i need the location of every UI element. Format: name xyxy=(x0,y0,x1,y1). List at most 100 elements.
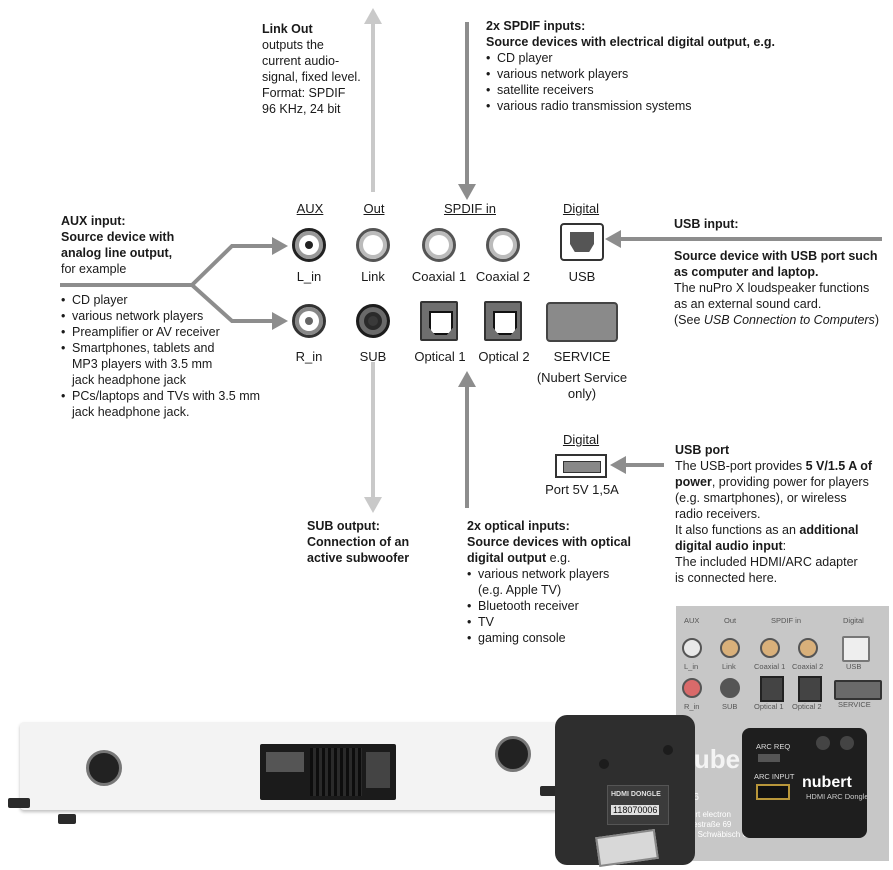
dongle-screw xyxy=(599,759,609,769)
label-port: Port 5V 1,5A xyxy=(545,482,619,497)
optical-1-port[interactable] xyxy=(420,301,458,341)
sub-line: active subwoofer xyxy=(307,551,410,565)
rear-panel-label xyxy=(366,752,390,788)
dongle-serial: 118070006 xyxy=(611,805,660,815)
sub-jack[interactable] xyxy=(356,304,390,338)
text: The USB-port provides xyxy=(675,459,806,473)
photo-label-digital: Digital xyxy=(843,616,864,625)
photo-label-opt2: Optical 2 xyxy=(792,702,822,711)
hdmi-adapter-image: ARC REQ ARC INPUT nubert HDMI ARC Dongle xyxy=(742,728,869,838)
usb-input-arrowhead xyxy=(605,230,621,248)
link-out-line: Format: SPDIF xyxy=(262,86,346,100)
optical-2-port[interactable] xyxy=(484,301,522,341)
optical-subtitle: Source devices with optical digital outp… xyxy=(467,534,652,566)
soundbar-rear-panel xyxy=(260,744,396,800)
usb-b-socket xyxy=(570,232,594,252)
text-bold: 5 V/1.5 A of power xyxy=(675,459,873,489)
l-in-jack[interactable] xyxy=(292,228,326,262)
optical-title: 2x optical inputs: xyxy=(467,519,570,533)
optical-socket xyxy=(429,311,453,335)
optical-arrowhead xyxy=(458,371,476,387)
usb-input-title: USB input: xyxy=(674,217,739,231)
service-port[interactable] xyxy=(546,302,618,342)
aux-arrowhead-upper xyxy=(272,237,288,255)
photo-label-coax2: Coaxial 2 xyxy=(792,662,824,671)
aux-input-text: AUX input: Source device with analog lin… xyxy=(61,213,191,277)
soundbar-image xyxy=(8,722,585,824)
adapter-arc-req: ARC REQ xyxy=(756,742,791,751)
adapter-brand: nubert xyxy=(802,774,852,791)
jack-pin xyxy=(305,241,313,249)
photo-optical-2 xyxy=(798,676,822,702)
list-item: PCs/laptops and TVs with 3.5 mm jack hea… xyxy=(61,388,272,420)
usb-port-arrowhead xyxy=(610,456,626,474)
sub-line: SUB output: xyxy=(307,519,380,533)
photo-label-spdif: SPDIF in xyxy=(771,616,802,625)
soundbar-foot xyxy=(540,786,558,796)
adapter-sub: HDMI ARC Dongle xyxy=(806,792,869,801)
photo-jack-red xyxy=(682,678,702,698)
label-coaxial-2: Coaxial 2 xyxy=(475,269,531,284)
link-out-line: current audio- xyxy=(262,54,340,68)
spdif-arrowhead xyxy=(458,184,476,200)
header-out: Out xyxy=(363,201,385,216)
label-coaxial-1: Coaxial 1 xyxy=(411,269,467,284)
usb-port-para: It also functions as an additional digit… xyxy=(675,522,875,554)
spdif-list: CD player various network players satell… xyxy=(486,50,816,114)
list-item: various network players xyxy=(486,66,816,82)
photo-jack-sub xyxy=(720,678,740,698)
list-item: Preamplifier or AV receiver xyxy=(61,324,276,340)
hdmi-dongle-image: HDMI DONGLE 118070006 xyxy=(555,715,695,868)
label-l-in: L_in xyxy=(296,269,322,284)
link-jack[interactable] xyxy=(356,228,390,262)
label-usb: USB xyxy=(568,269,596,284)
aux-arrowhead-lower xyxy=(272,312,288,330)
photo-plate-line: ubert electron xyxy=(682,810,731,819)
adapter-screw xyxy=(840,736,854,750)
adapter-button xyxy=(758,754,780,762)
usb-b-port[interactable] xyxy=(560,223,604,261)
link-out-line: outputs the xyxy=(262,38,324,52)
photo-label-service: SERVICE xyxy=(838,700,871,709)
spdif-title: 2x SPDIF inputs: xyxy=(486,19,586,33)
list-item: gaming console xyxy=(467,630,652,646)
text: e.g. xyxy=(546,551,571,565)
soundbar-left-port xyxy=(86,750,122,786)
header-digital: Digital xyxy=(562,201,600,216)
usb-port-para: The USB-port provides 5 V/1.5 A of power… xyxy=(675,458,875,522)
coaxial-1-jack[interactable] xyxy=(422,228,456,262)
photo-label-link: Link xyxy=(722,662,736,671)
photo-jack-coax2 xyxy=(798,638,818,658)
usb-a-socket xyxy=(563,461,601,473)
spdif-subtitle: Source devices with electrical digital o… xyxy=(486,35,775,49)
adapter-arc-input: ARC INPUT xyxy=(754,772,795,781)
soundbar-right-port xyxy=(495,736,531,772)
list-item: CD player xyxy=(61,292,276,308)
aux-suffix: for example xyxy=(61,262,127,276)
jack-pin xyxy=(305,317,313,325)
r-in-jack[interactable] xyxy=(292,304,326,338)
photo-optical-1 xyxy=(760,676,784,702)
photo-jack-coax1 xyxy=(760,638,780,658)
usb-a-port[interactable] xyxy=(555,454,607,478)
header-aux: AUX xyxy=(296,201,324,216)
rear-panel-jacks xyxy=(266,752,304,772)
list-item: various radio transmission systems xyxy=(486,98,816,114)
usb-input-see: (See USB Connection to Computers) xyxy=(674,312,886,328)
optical-list: various network players (e.g. Apple TV) … xyxy=(467,566,652,646)
see-link-text: USB Connection to Computers xyxy=(703,313,875,327)
sub-out-arrowhead xyxy=(364,497,382,513)
photo-usb-b xyxy=(842,636,870,662)
label-sub: SUB xyxy=(359,349,387,364)
text-bold: Source devices with optical digital outp… xyxy=(467,535,631,565)
header-digital-2: Digital xyxy=(562,432,600,447)
label-service-note: (Nubert Service only) xyxy=(536,370,628,401)
text: It also functions as an xyxy=(675,523,800,537)
text: , providing power for players (e.g. smar… xyxy=(675,475,869,521)
adapter-hdmi-socket xyxy=(756,784,790,800)
label-r-in: R_in xyxy=(295,349,323,364)
coaxial-2-jack[interactable] xyxy=(486,228,520,262)
photo-label-aux: AUX xyxy=(684,616,700,625)
photo-label-sub: SUB xyxy=(722,702,738,711)
